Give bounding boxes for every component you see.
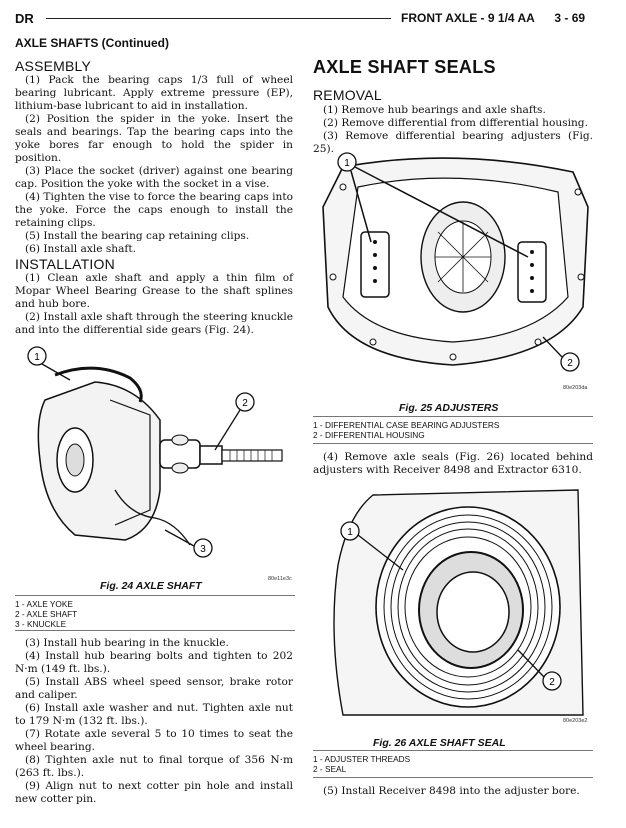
fig24-caption: Fig. 24 AXLE SHAFT <box>100 580 202 592</box>
installation-heading: INSTALLATION <box>15 256 115 272</box>
legend-item: 1 - ADJUSTER THREADS <box>313 754 411 764</box>
right-title: AXLE SHAFT SEALS <box>313 57 496 77</box>
removal-steps: (1) Remove hub bearings and axle shafts.… <box>313 104 593 156</box>
removal-step: (1) Remove hub bearings and axle shafts. <box>323 104 546 116</box>
figure-rule <box>15 630 295 631</box>
figure-rule <box>313 750 593 751</box>
callout-2 <box>235 392 255 412</box>
fig26-legend: 1 - ADJUSTER THREADS 2 - SEAL <box>313 754 410 774</box>
removal-step: (2) Remove differential from differentia… <box>323 117 588 129</box>
callout-label: 2 <box>549 677 555 688</box>
section-title: AXLE SHAFTS (Continued) <box>15 36 169 50</box>
assembly-step: (5) Install the bearing cap retaining cl… <box>25 230 250 242</box>
installation-step: (6) Install axle washer and nut. Tighten… <box>15 702 293 727</box>
figure-code: 80e203e2 <box>563 718 588 724</box>
figure-code: 80e203da <box>563 385 588 391</box>
callout-label: 1 <box>34 352 40 363</box>
removal-heading: REMOVAL <box>313 87 382 103</box>
figure-code: 80e11e3c <box>268 576 292 582</box>
fig25-legend: 1 - DIFFERENTIAL CASE BEARING ADJUSTERS … <box>313 420 499 440</box>
assembly-step: (3) Place the socket (driver) against on… <box>15 165 293 190</box>
callout-2 <box>560 352 580 372</box>
callout-1 <box>27 346 47 366</box>
installation-step: (3) Install hub bearing in the knuckle. <box>25 637 229 649</box>
page-header-left: DR <box>15 11 34 26</box>
removal-step: (4) Remove axle seals (Fig. 26) located … <box>313 451 593 476</box>
step-5: (5) Install Receiver 8498 into the adjus… <box>313 785 593 798</box>
installation-steps: (1) Clean axle shaft and apply a thin fi… <box>15 272 293 337</box>
assembly-heading: ASSEMBLY <box>15 58 92 74</box>
step-4: (4) Remove axle seals (Fig. 26) located … <box>313 451 593 477</box>
callout-3 <box>193 538 213 558</box>
header-rule <box>46 18 391 19</box>
installation-step: (8) Tighten axle nut to final torque of … <box>15 754 293 779</box>
fig25-caption: Fig. 25 ADJUSTERS <box>399 402 499 414</box>
fig26-caption: Fig. 26 AXLE SHAFT SEAL <box>373 737 506 749</box>
figure-rule <box>313 777 593 778</box>
figure-rule <box>313 416 593 417</box>
callout-label: 2 <box>242 398 248 409</box>
removal-step: (5) Install Receiver 8498 into the adjus… <box>323 785 580 797</box>
legend-item: 1 - DIFFERENTIAL CASE BEARING ADJUSTERS <box>313 420 500 430</box>
assembly-steps: (1) Pack the bearing caps 1/3 full of wh… <box>15 74 293 256</box>
fig24-legend: 1 - AXLE YOKE 2 - AXLE SHAFT 3 - KNUCKLE <box>15 599 77 629</box>
callout-label: 2 <box>567 358 573 369</box>
legend-item: 3 - KNUCKLE <box>15 619 67 629</box>
callout-1 <box>340 521 360 541</box>
installation-step: (4) Install hub bearing bolts and tighte… <box>15 650 293 675</box>
assembly-step: (4) Tighten the vise to force the bearin… <box>15 191 293 229</box>
axle-shaft-illustration: 1 2 3 <box>27 346 283 558</box>
installation-step: (2) Install axle shaft through the steer… <box>15 311 293 336</box>
legend-item: 2 - DIFFERENTIAL HOUSING <box>313 430 425 440</box>
installation-step: (1) Clean axle shaft and apply a thin fi… <box>15 272 293 310</box>
callout-label: 3 <box>200 544 206 555</box>
callout-label: 1 <box>347 527 353 538</box>
callout-label: 1 <box>344 158 350 169</box>
callout-1 <box>337 152 357 172</box>
figure-rule <box>15 595 295 596</box>
legend-item: 2 - AXLE SHAFT <box>15 609 78 619</box>
installation-step: (5) Install ABS wheel speed sensor, brak… <box>15 676 293 701</box>
removal-step: (3) Remove differential bearing adjuster… <box>313 130 593 155</box>
assembly-step: (2) Position the spider in the yoke. Ins… <box>15 113 293 164</box>
installation-steps-continued: (3) Install hub bearing in the knuckle. … <box>15 637 293 806</box>
adjusters-illustration: 1 2 <box>322 152 589 372</box>
axle-shaft-seal-illustration: 1 2 <box>333 489 584 716</box>
legend-item: 2 - SEAL <box>313 764 347 774</box>
callout-2 <box>542 671 562 691</box>
assembly-step: (6) Install axle shaft. <box>25 243 136 255</box>
installation-step: (9) Align nut to next cotter pin hole an… <box>15 780 293 805</box>
installation-step: (7) Rotate axle several 5 to 10 times to… <box>15 728 293 753</box>
figure-rule <box>313 443 593 444</box>
legend-item: 1 - AXLE YOKE <box>15 599 73 609</box>
page-header-right: FRONT AXLE - 9 1/4 AA 3 - 69 <box>401 11 586 25</box>
assembly-step: (1) Pack the bearing caps 1/3 full of wh… <box>15 74 293 112</box>
